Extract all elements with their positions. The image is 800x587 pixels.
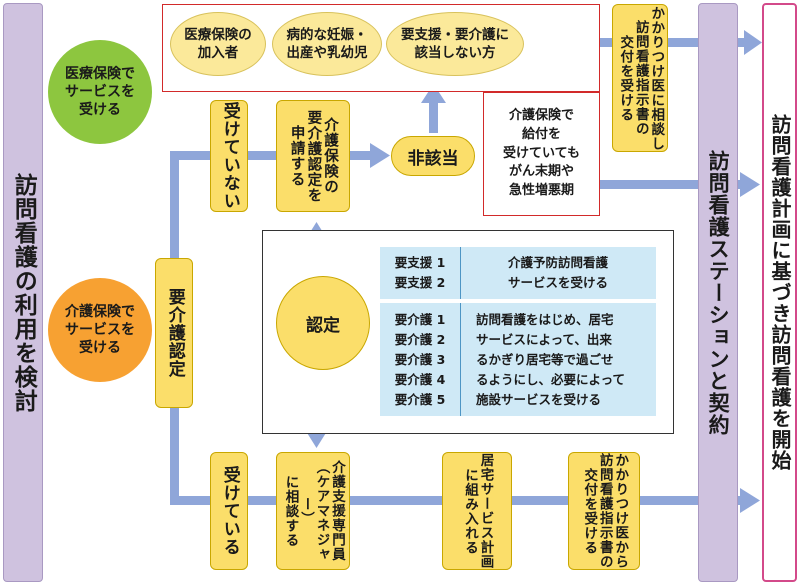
care-plan-box: 居宅サービス計画 に組み入れる (442, 452, 512, 570)
not-applicable-label: 非該当 (407, 148, 459, 169)
support-row-divider (460, 247, 461, 299)
certification-label: 認定 (306, 315, 340, 336)
consider-bar-label: 訪問看護の利用を検討 (10, 172, 37, 413)
condition-pregnancy-label: 病的な妊娠・ 出産や乳幼児 (286, 26, 368, 61)
arrow-higaito-up (429, 101, 438, 133)
arrow-apply-higaito (350, 151, 372, 160)
doctor-consult-box-top: かかりつけ医に相談し 訪問看護指示書の 交付を受ける (612, 4, 668, 152)
arrow-notreceiving-apply (248, 151, 276, 160)
arrow-receiving-manager (248, 496, 276, 505)
care-description-line-3: るかぎり居宅等で過ごせ (476, 352, 614, 367)
arrow-head-bottom (740, 488, 760, 513)
doctor-instruction-box-bottom: かかりつけ医から 訪問看護指示書の 交付を受ける (568, 452, 640, 570)
start-visit-bar: 訪問看護計画に基づき訪問看護を開始 (762, 3, 797, 582)
arrow-cancer-station (600, 180, 740, 189)
condition-not-certified-label: 要支援・要介護に 該当しない方 (401, 26, 509, 61)
condition-not-certified: 要支援・要介護に 該当しない方 (386, 12, 524, 76)
receiving-label: 受けている (219, 466, 240, 556)
care-level-2: 要介護 2 (394, 332, 446, 347)
consider-bar: 訪問看護の利用を検討 (3, 3, 43, 582)
care-level-3: 要介護 3 (394, 352, 446, 367)
arrow-head-start-top (744, 30, 762, 55)
not-applicable-box: 非該当 (391, 136, 475, 176)
condition-pregnancy: 病的な妊娠・ 出産や乳幼児 (272, 12, 382, 76)
terminal-cancer-label: 介護保険で 給付を 受けていても がん末期や 急性増悪期 (503, 107, 580, 199)
care-row-divider (460, 303, 461, 416)
support-level-row (380, 247, 656, 299)
medical-insurance-label: 医療保険で サービスを 受ける (65, 65, 135, 119)
station-contract-bar: 訪問看護ステーションと契約 (698, 3, 738, 582)
condition-insured-label: 医療保険の 加入者 (184, 26, 252, 61)
care-certification-box: 要介護認定 (155, 258, 193, 408)
terminal-cancer-note: 介護保険で 給付を 受けていても がん末期や 急性増悪期 (483, 92, 600, 216)
care-description-line-2: サービスによって、出来 (476, 332, 612, 347)
support-description: 介護予防訪問看護 サービスを受ける (462, 253, 654, 293)
care-description-line-5: 施設サービスを受ける (476, 392, 602, 407)
arrow-doctor-bottom-station (640, 496, 740, 505)
start-visit-label: 訪問看護計画に基づき訪問看護を開始 (768, 114, 792, 471)
arrow-frame-bottom (170, 496, 210, 505)
support-levels: 要支援 1 要支援 2 (380, 253, 460, 293)
care-level-4: 要介護 4 (394, 372, 446, 387)
care-manager-box: 介護支援専門員 （ケアマネジャー） に相談する (276, 452, 350, 570)
care-level-1: 要介護 1 (394, 312, 446, 327)
care-manager-label: 介護支援専門員 （ケアマネジャー） に相談する (282, 460, 346, 562)
arrow-frame-top (170, 151, 210, 160)
care-description-line-1: 訪問看護をはじめ、居宅 (476, 312, 614, 327)
certification-circle: 認定 (276, 276, 370, 370)
not-receiving-box: 受けていない (210, 100, 248, 212)
condition-insured: 医療保険の 加入者 (170, 12, 266, 76)
care-insurance-label: 介護保険で サービスを 受ける (65, 303, 135, 357)
arrow-head-higaito (370, 143, 390, 168)
doctor-consult-top-label: かかりつけ医に相談し 訪問看護指示書の 交付を受ける (617, 5, 665, 151)
arrow-plan-doctor (512, 496, 568, 505)
care-level-row (380, 303, 656, 416)
arrow-manager-plan (350, 496, 442, 505)
care-insurance-circle: 介護保険で サービスを 受ける (48, 278, 152, 382)
receiving-box: 受けている (210, 452, 248, 570)
medical-insurance-circle: 医療保険で サービスを 受ける (48, 40, 152, 144)
support-description-text: 介護予防訪問看護 サービスを受ける (507, 255, 608, 290)
arrow-doctor-station (668, 38, 698, 47)
apply-certification-label: 介護保険の 要介護認定を 申請する (288, 109, 338, 203)
care-description-line-4: るようにし、必要によって (476, 372, 626, 387)
care-description: 訪問看護をはじめ、居宅 サービスによって、出来 るかぎり居宅等で過ごせ るように… (476, 310, 656, 410)
arrow-station-start-top (738, 38, 746, 47)
doctor-instruction-bottom-label: かかりつけ医から 訪問看護指示書の 交付を受ける (581, 453, 629, 569)
care-level-5: 要介護 5 (394, 392, 446, 407)
support-level-1: 要支援 1 (394, 255, 446, 270)
arrow-head-cancer (740, 172, 760, 197)
not-receiving-label: 受けていない (219, 102, 240, 210)
station-contract-label: 訪問看護ステーションと契約 (706, 149, 731, 436)
support-level-2: 要支援 2 (394, 275, 446, 290)
apply-certification-box: 介護保険の 要介護認定を 申請する (276, 100, 350, 212)
care-certification-label: 要介護認定 (164, 288, 185, 378)
care-levels: 要介護 1 要介護 2 要介護 3 要介護 4 要介護 5 (380, 310, 460, 410)
arrow-head-up (421, 84, 446, 103)
care-plan-label: 居宅サービス計画 に組み入れる (462, 453, 494, 569)
